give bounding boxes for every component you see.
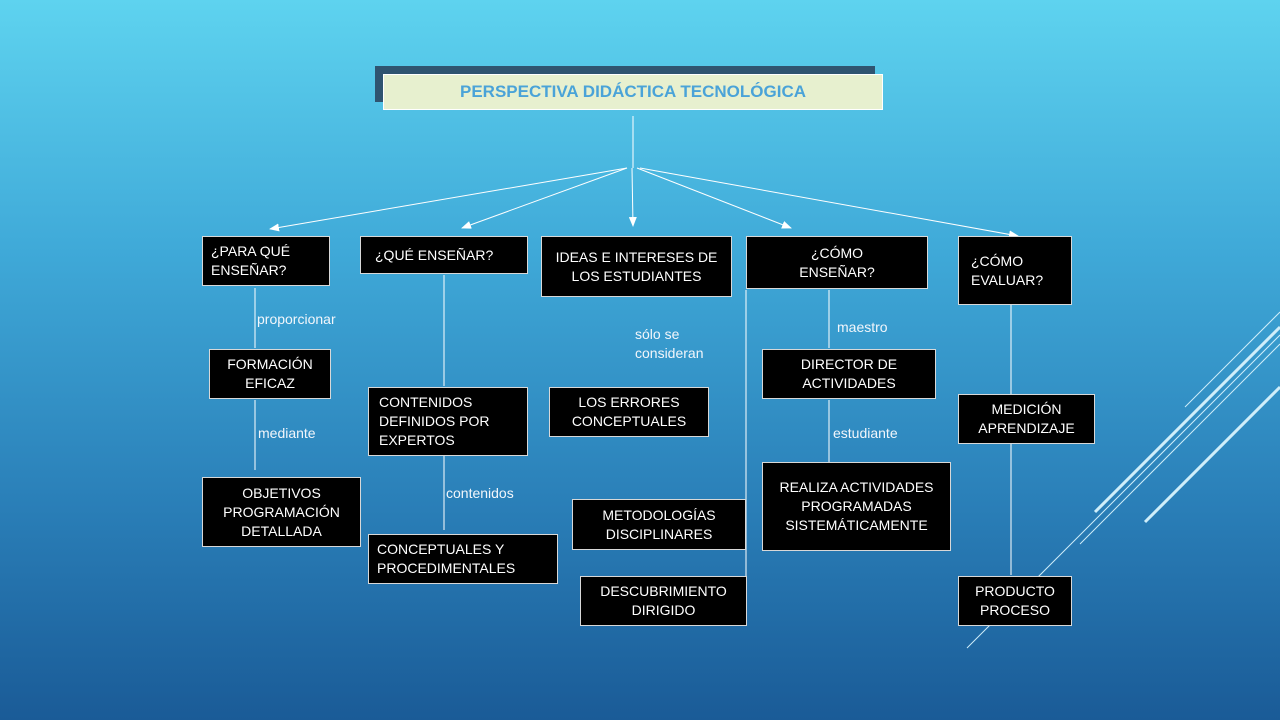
box-conceptuales: CONCEPTUALES Y PROCEDIMENTALES [368, 534, 558, 584]
label-consideran: consideran [635, 345, 704, 361]
label-solo-se: sólo se [635, 326, 680, 342]
label-contenidos: contenidos [446, 485, 514, 501]
box-producto-proceso: PRODUCTO PROCESO [958, 576, 1072, 626]
box-realiza-actividades: REALIZA ACTIVIDADES PROGRAMADAS SISTEMÁT… [762, 462, 951, 551]
fan-arrows [269, 167, 1019, 239]
label-maestro: maestro [837, 319, 888, 335]
box-errores-conceptuales: LOS ERRORES CONCEPTUALES [549, 387, 709, 437]
box-que-ensenar: ¿QUÉ ENSEÑAR? [360, 236, 528, 274]
box-medicion-aprendizaje: MEDICIÓN APRENDIZAJE [958, 394, 1095, 444]
box-metodologias: METODOLOGÍAS DISCIPLINARES [572, 499, 746, 550]
box-contenidos-definidos: CONTENIDOS DEFINIDOS POR EXPERTOS [368, 387, 528, 456]
box-ideas-intereses: IDEAS E INTERESES DE LOS ESTUDIANTES [541, 236, 732, 297]
box-como-evaluar: ¿CÓMO EVALUAR? [958, 236, 1072, 305]
box-objetivos: OBJETIVOS PROGRAMACIÓN DETALLADA [202, 477, 361, 547]
label-proporcionar: proporcionar [257, 311, 336, 327]
box-para-que-ensenar: ¿PARA QUÉ ENSEÑAR? [202, 236, 330, 286]
box-como-ensenar: ¿CÓMO ENSEÑAR? [746, 236, 928, 289]
box-formacion-eficaz: FORMACIÓN EFICAZ [209, 349, 331, 399]
vertical-connectors [254, 275, 1012, 625]
diagram-title: PERSPECTIVA DIDÁCTICA TECNOLÓGICA [383, 74, 883, 110]
label-mediante: mediante [258, 425, 316, 441]
box-director-actividades: DIRECTOR DE ACTIVIDADES [762, 349, 936, 399]
label-estudiante: estudiante [833, 425, 898, 441]
box-descubrimiento: DESCUBRIMIENTO DIRIGIDO [580, 576, 747, 626]
